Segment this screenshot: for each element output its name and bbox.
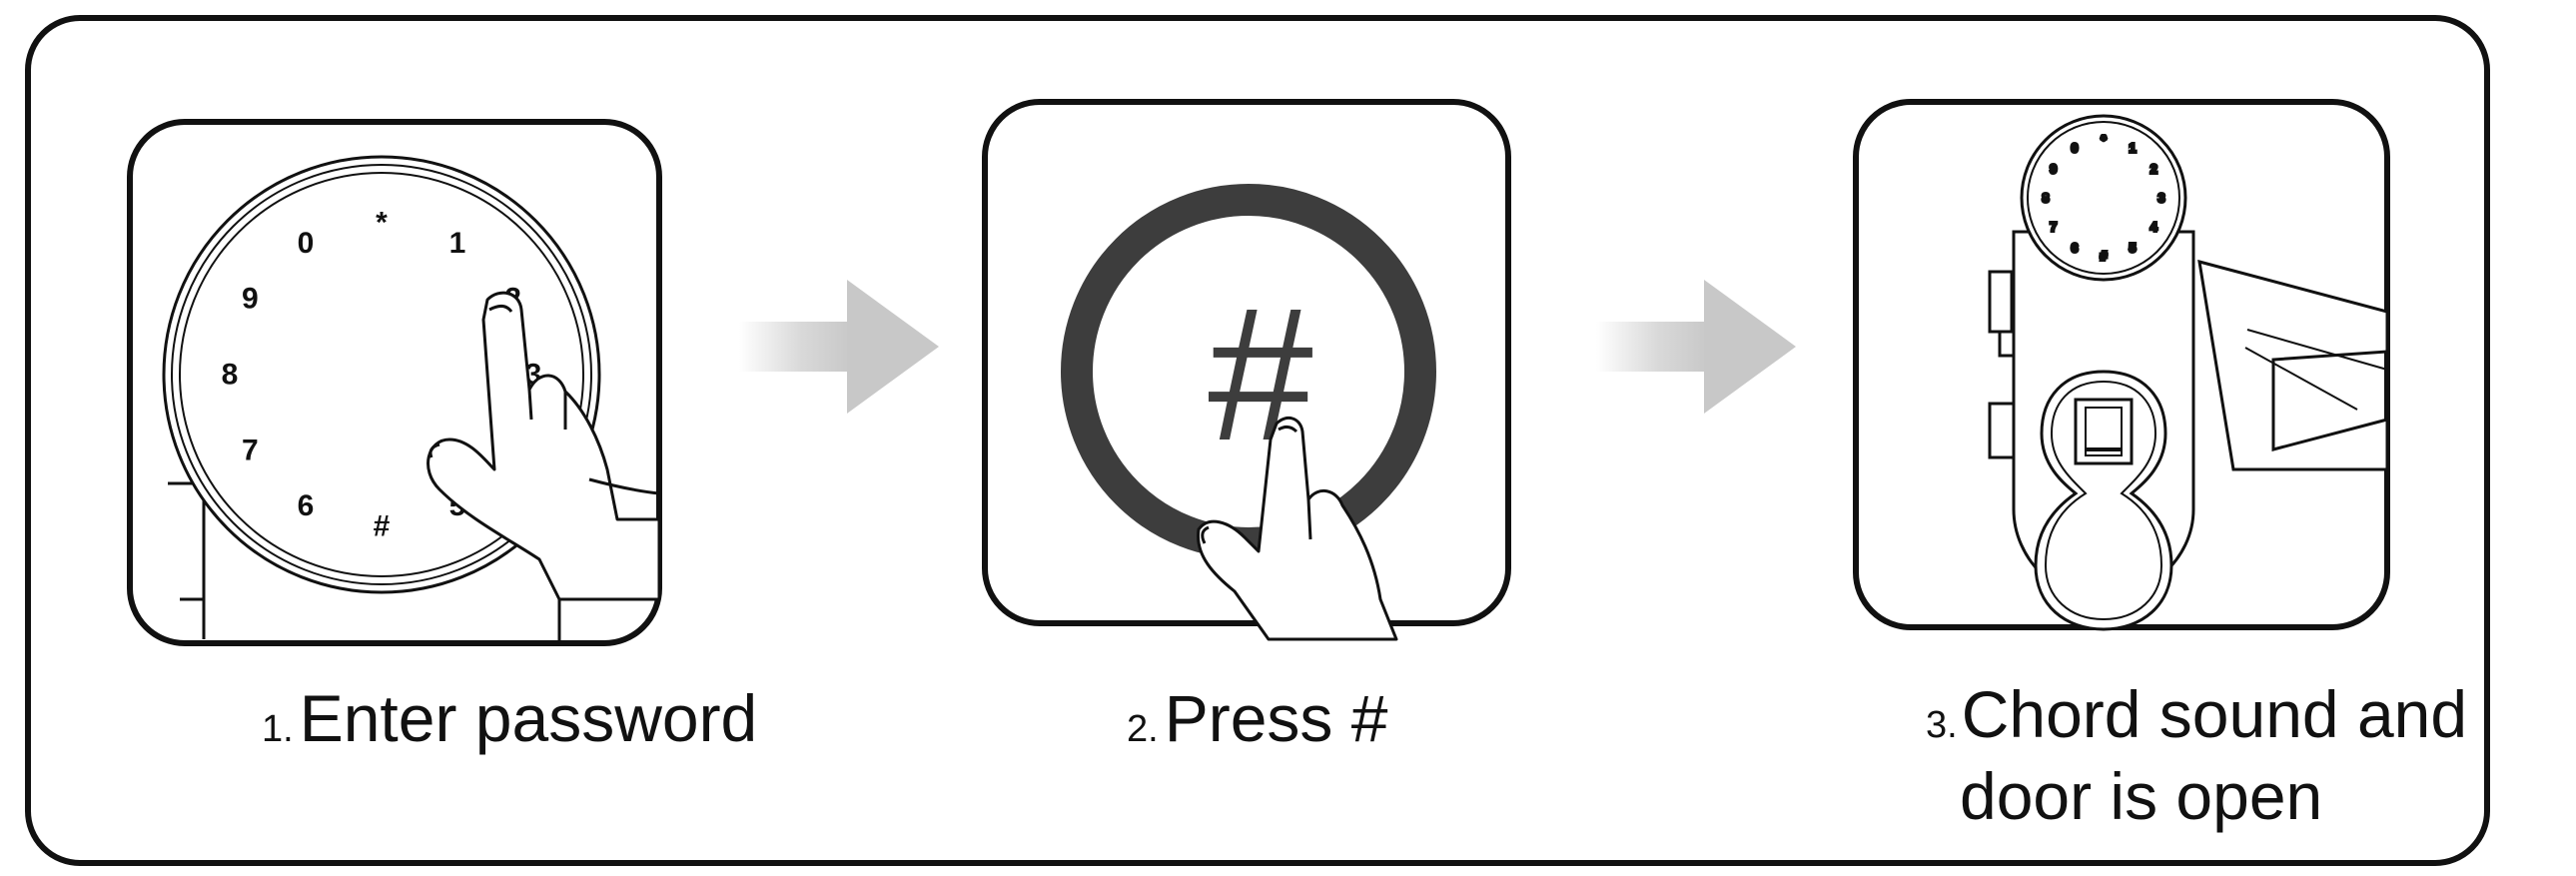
keypad-key: 0 [298,227,315,260]
keypad-key: 9 [242,283,259,316]
step-label-line2: door is open [1960,759,2322,833]
outer-frame [25,15,2490,866]
step-number: 1. [262,708,294,750]
keypad-dial [2020,114,2187,282]
keypad-key: 9 [2050,162,2057,177]
step-number: 2. [1127,708,1159,750]
keypad-key: 4 [2150,220,2158,235]
keypad-key: # [374,510,391,543]
keypad-key: 1 [449,227,466,260]
hand-pointer-icon [427,291,661,601]
keypad-key: 3 [2157,191,2164,206]
keypad-key: 8 [2042,191,2049,206]
arrow-right-icon [1596,280,1796,414]
svg-text:1.Enter password: 1.Enter password [262,681,757,755]
keypad-key: 8 [222,359,239,392]
keypad-key: 7 [242,435,259,467]
step-2-panel: # [982,99,1511,641]
hand-pointer-icon [1197,416,1398,641]
keypad-key: # [2100,249,2108,264]
keypad-key: 2 [2150,162,2157,177]
keypad-key: 7 [2050,220,2057,235]
fingerprint-sensor-icon [2034,370,2173,631]
svg-text:2.Press #: 2.Press # [1127,681,1388,755]
step-label-line1: Chord sound and [1962,677,2467,751]
step-1-caption: 1.Enter password [262,681,757,755]
step-2-caption: 2.Press # [1127,681,1388,755]
step-label: Press # [1165,681,1388,755]
keypad-key: 6 [2071,241,2078,256]
step-3-caption: 3.Chord sound and door is open [1926,677,2467,833]
keypad-key: 5 [2129,241,2136,256]
svg-text:3.Chord sound and: 3.Chord sound and [1926,677,2467,751]
step-label: Enter password [300,681,758,755]
step-number: 3. [1926,704,1958,746]
keypad-key: 6 [298,489,315,522]
keypad-key: 1 [2129,140,2136,155]
keypad-key: 0 [2071,140,2078,155]
keypad-key: * [2101,133,2107,148]
keypad-key: * [376,207,388,240]
arrow-right-icon [739,280,939,414]
